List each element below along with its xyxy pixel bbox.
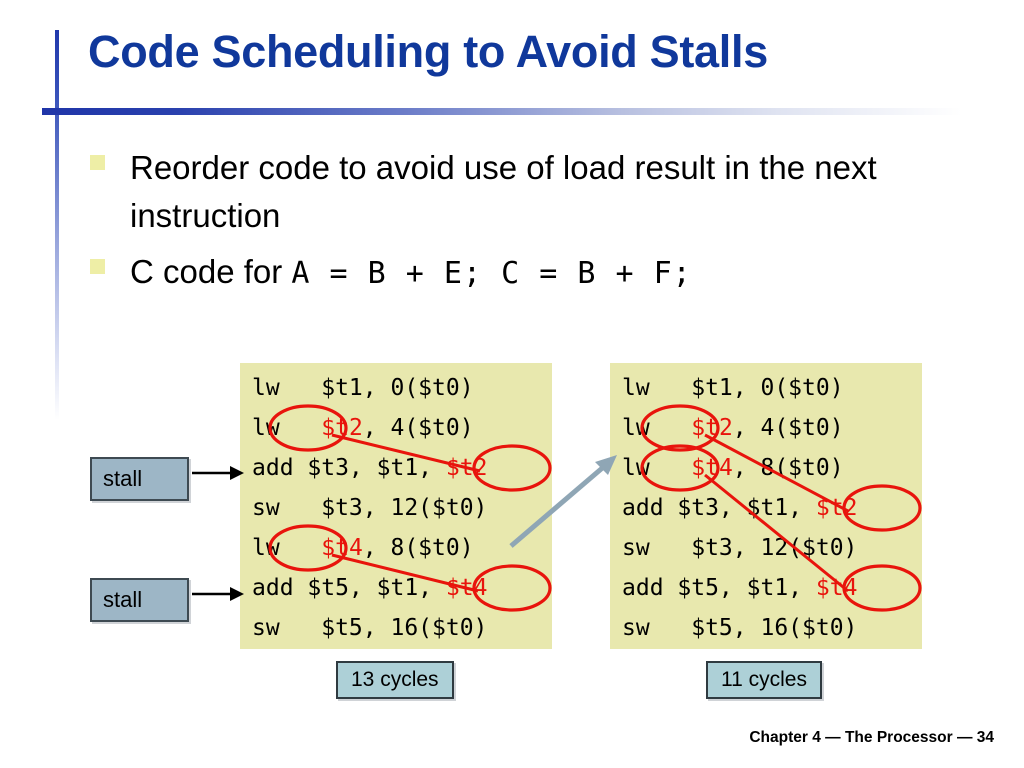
bullet-item-2-label: C code for A = B + E; C = B + F; — [130, 248, 692, 298]
code-line: lw $t4, 8($t0) — [622, 453, 844, 483]
stall-box-2-label: stall — [103, 587, 143, 612]
code-line: add $t3, $t1, $t2 — [622, 493, 857, 523]
cycles-badge-scheduled-label: 11 cycles — [721, 668, 807, 691]
title-underline-rule — [42, 108, 1010, 115]
code-token-highlighted: $t2 — [321, 415, 363, 441]
bullet-square-icon — [90, 259, 105, 274]
code-line: add $t3, $t1, $t2 — [252, 453, 487, 483]
stall-box-1-label: stall — [103, 466, 143, 491]
code-token-highlighted: $t4 — [445, 575, 488, 601]
code-token-highlighted: $t4 — [321, 535, 363, 561]
code-token: lw — [622, 455, 692, 481]
code-token-highlighted: $t2 — [691, 415, 733, 441]
code-line: lw $t1, 0($t0) — [252, 373, 474, 403]
code-token: sw $t5, 16($t0) — [252, 615, 488, 641]
code-token-highlighted: $t4 — [691, 455, 733, 481]
code-line: add $t5, $t1, $t4 — [252, 573, 487, 603]
code-line: sw $t5, 16($t0) — [252, 613, 487, 643]
code-line: lw $t2, 4($t0) — [622, 413, 844, 443]
slide-footer: Chapter 4 — The Processor — 34 — [749, 729, 994, 746]
code-line: add $t5, $t1, $t4 — [622, 573, 857, 603]
cycles-badge-scheduled: 11 cycles — [706, 661, 822, 699]
code-token: lw — [622, 415, 692, 441]
code-line: sw $t3, 12($t0) — [252, 493, 487, 523]
code-token: , 8($t0) — [732, 455, 844, 481]
code-line: lw $t1, 0($t0) — [622, 373, 844, 403]
cycles-badge-unscheduled: 13 cycles — [336, 661, 454, 699]
code-token: lw — [252, 535, 322, 561]
code-token: sw $t3, 12($t0) — [252, 495, 488, 521]
code-block-scheduled: lw $t1, 0($t0) lw $t2, 4($t0) lw $t4, 8(… — [610, 363, 922, 649]
bullet-square-icon — [90, 155, 105, 170]
bullet-item-1-label: Reorder code to avoid use of load result… — [130, 149, 886, 234]
code-token: lw — [252, 415, 322, 441]
code-token-highlighted: $t4 — [815, 575, 858, 601]
code-token: add $t5, $t1, — [252, 575, 446, 601]
stall-arrow-2-icon — [192, 587, 244, 601]
code-line: lw $t4, 8($t0) — [252, 533, 474, 563]
reorder-move-arrow-icon — [509, 455, 617, 548]
code-token: add $t3, $t1, — [622, 495, 816, 521]
stall-arrow-1-icon — [192, 466, 244, 480]
code-token: , 8($t0) — [362, 535, 474, 561]
code-token: , 4($t0) — [362, 415, 474, 441]
code-token-highlighted: $t2 — [815, 495, 858, 521]
page-title: Code Scheduling to Avoid Stalls — [88, 26, 768, 77]
code-token: sw $t5, 16($t0) — [622, 615, 858, 641]
bullet-item-2-code: A = B + E; C = B + F; — [291, 256, 692, 291]
stall-box-1: stall — [90, 457, 189, 501]
code-token: lw $t1, 0($t0) — [622, 375, 844, 401]
code-line: sw $t3, 12($t0) — [622, 533, 857, 563]
code-token: lw $t1, 0($t0) — [252, 375, 474, 401]
left-vertical-accent-rule — [55, 30, 59, 420]
code-token: , 4($t0) — [732, 415, 844, 441]
code-line: sw $t5, 16($t0) — [622, 613, 857, 643]
code-token: add $t3, $t1, — [252, 455, 446, 481]
code-token: add $t5, $t1, — [622, 575, 816, 601]
code-line: lw $t2, 4($t0) — [252, 413, 474, 443]
stall-box-2: stall — [90, 578, 189, 622]
code-token: sw $t3, 12($t0) — [622, 535, 858, 561]
code-token-highlighted: $t2 — [445, 455, 488, 481]
cycles-badge-unscheduled-label: 13 cycles — [351, 668, 439, 691]
bullet-item-2-prefix: C code for — [130, 253, 292, 290]
